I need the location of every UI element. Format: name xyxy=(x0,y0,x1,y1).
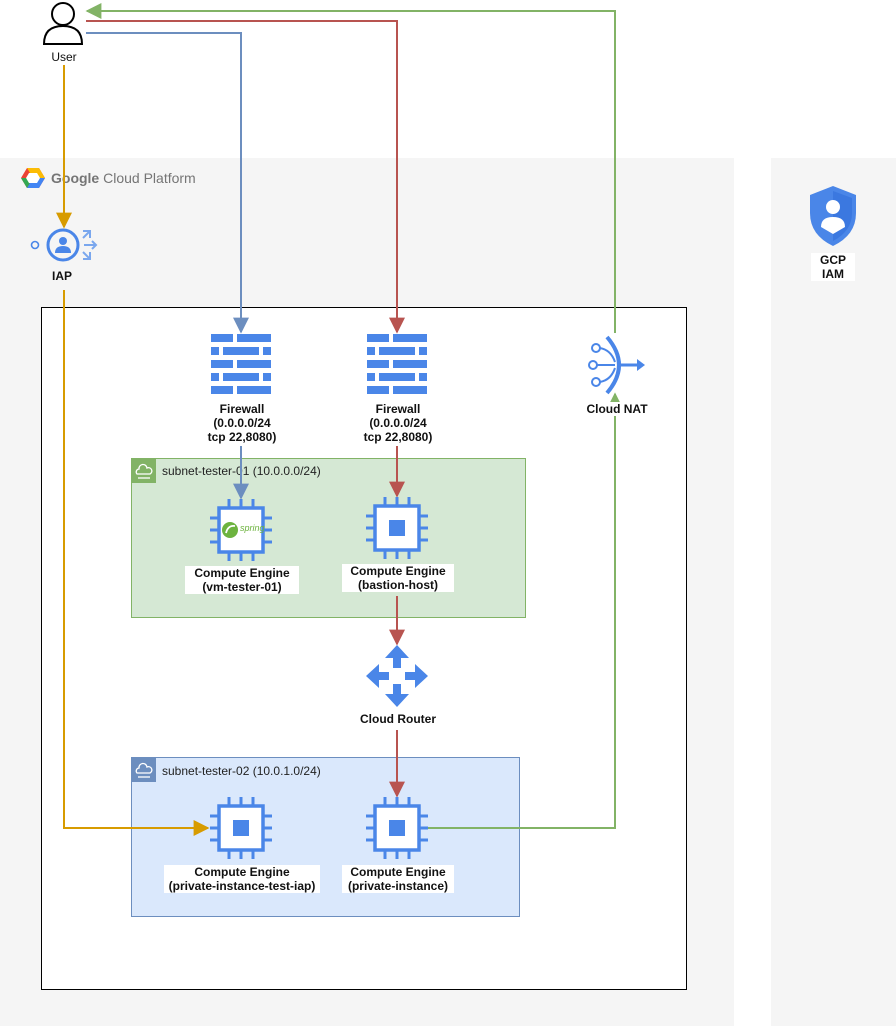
iap-label: IAP xyxy=(51,269,72,283)
firewall-2-icon[interactable] xyxy=(367,334,427,396)
vm-tester-chip-icon[interactable] xyxy=(210,499,272,561)
bastion-chip-icon[interactable] xyxy=(366,497,428,559)
iam-panel xyxy=(771,158,896,1026)
firewall-2-label: Firewall (0.0.0.0/24 tcp 22,8080) xyxy=(352,402,444,444)
cloud-router-icon[interactable] xyxy=(366,645,428,707)
green-flow-nat-to-user xyxy=(85,3,616,333)
spring-badge: spring xyxy=(240,523,265,533)
firewall-1-label: Firewall (0.0.0.0/24 tcp 22,8080) xyxy=(196,402,288,444)
private-instance-chip-icon[interactable] xyxy=(366,797,428,859)
bastion-label: Compute Engine (bastion-host) xyxy=(342,564,454,592)
subnet-2-cloud-icon xyxy=(132,758,156,782)
subnet-1-cloud-icon xyxy=(132,459,156,483)
orange-flow-iap-to-private-iap xyxy=(63,290,210,836)
platform-name: Cloud Platform xyxy=(103,170,196,186)
gcp-logo-icon xyxy=(21,168,45,188)
private-instance-label: Compute Engine (private-instance) xyxy=(342,865,454,893)
user-icon[interactable] xyxy=(42,1,84,45)
private-iap-chip-icon[interactable] xyxy=(210,797,272,859)
cloud-nat-icon[interactable] xyxy=(585,334,647,396)
firewall-1-icon[interactable] xyxy=(211,334,271,396)
iam-shield-icon[interactable] xyxy=(808,185,858,247)
green-flow-private-to-nat xyxy=(427,392,623,829)
cloud-nat-label: Cloud NAT xyxy=(576,402,658,416)
vm-tester-label: Compute Engine (vm-tester-01) xyxy=(185,566,299,594)
cloud-router-label: Cloud Router xyxy=(347,712,449,726)
blue-flow-user-to-firewall xyxy=(86,32,249,334)
subnet-2-label: subnet-tester-02 (10.0.1.0/24) xyxy=(162,764,321,778)
iap-icon[interactable] xyxy=(28,228,100,262)
red-flow-user-to-firewall xyxy=(86,20,405,334)
user-label: User xyxy=(51,50,77,64)
iam-label: GCP IAM xyxy=(811,253,855,281)
private-iap-label: Compute Engine (private-instance-test-ia… xyxy=(164,865,320,893)
